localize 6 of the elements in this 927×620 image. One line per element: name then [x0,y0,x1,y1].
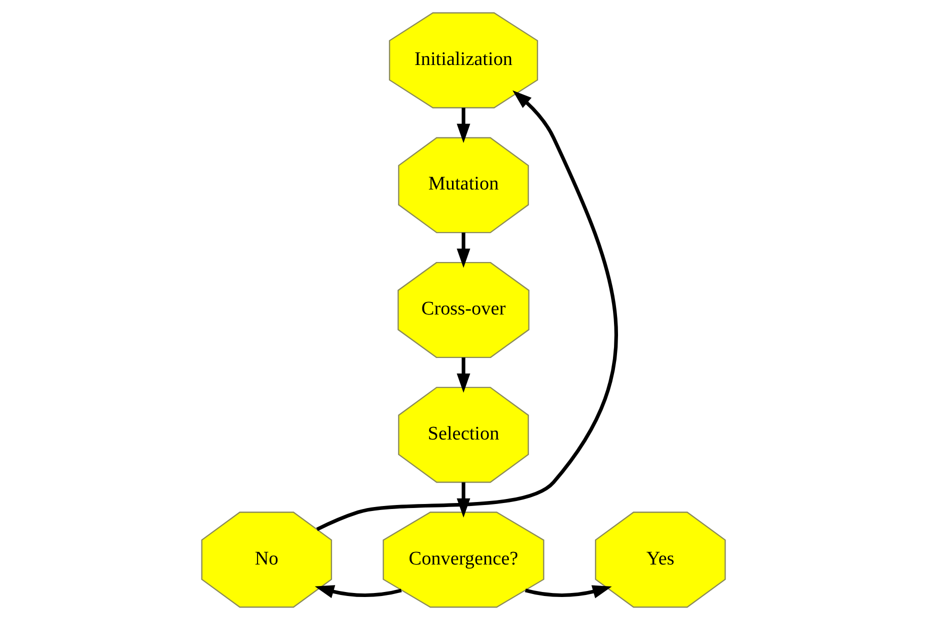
arrow [314,585,402,598]
arrow [456,232,470,268]
arrow [456,108,470,144]
arrow [524,585,612,598]
arrow [316,90,618,532]
arrow [456,358,470,393]
